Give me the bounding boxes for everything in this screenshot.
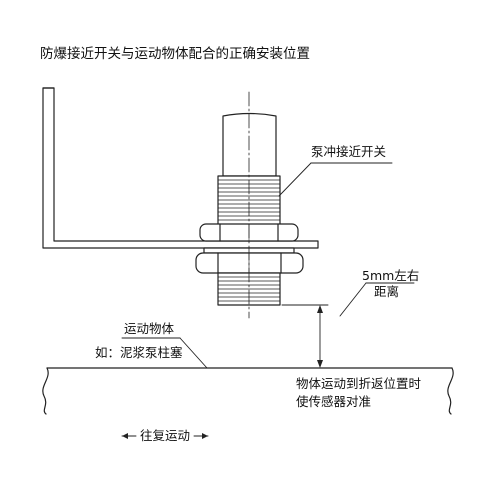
distance-label-line1: 5mm左右 — [362, 268, 420, 283]
reciprocating-motion-label: 往复运动 — [140, 428, 191, 443]
diagram-title: 防爆接近开关与运动物体配合的正确安装位置 — [40, 46, 310, 62]
sensor-leader — [278, 162, 312, 197]
moving-object-label: 运动物体 — [124, 321, 175, 336]
proximity-sensor — [195, 112, 304, 306]
alignment-note-line2: 使传感器对准 — [296, 394, 372, 409]
mounting-bracket — [42, 87, 319, 249]
distance-leader — [339, 282, 367, 317]
sensor-label: 泵冲接近开关 — [311, 144, 387, 159]
moving-object — [42, 367, 454, 415]
motion-arrows — [121, 433, 209, 439]
alignment-note-line1: 物体运动到折返位置时 — [296, 376, 422, 391]
distance-label-line2: 距离 — [374, 284, 400, 299]
moving-object-example: 如：泥浆泵柱塞 — [95, 345, 183, 360]
